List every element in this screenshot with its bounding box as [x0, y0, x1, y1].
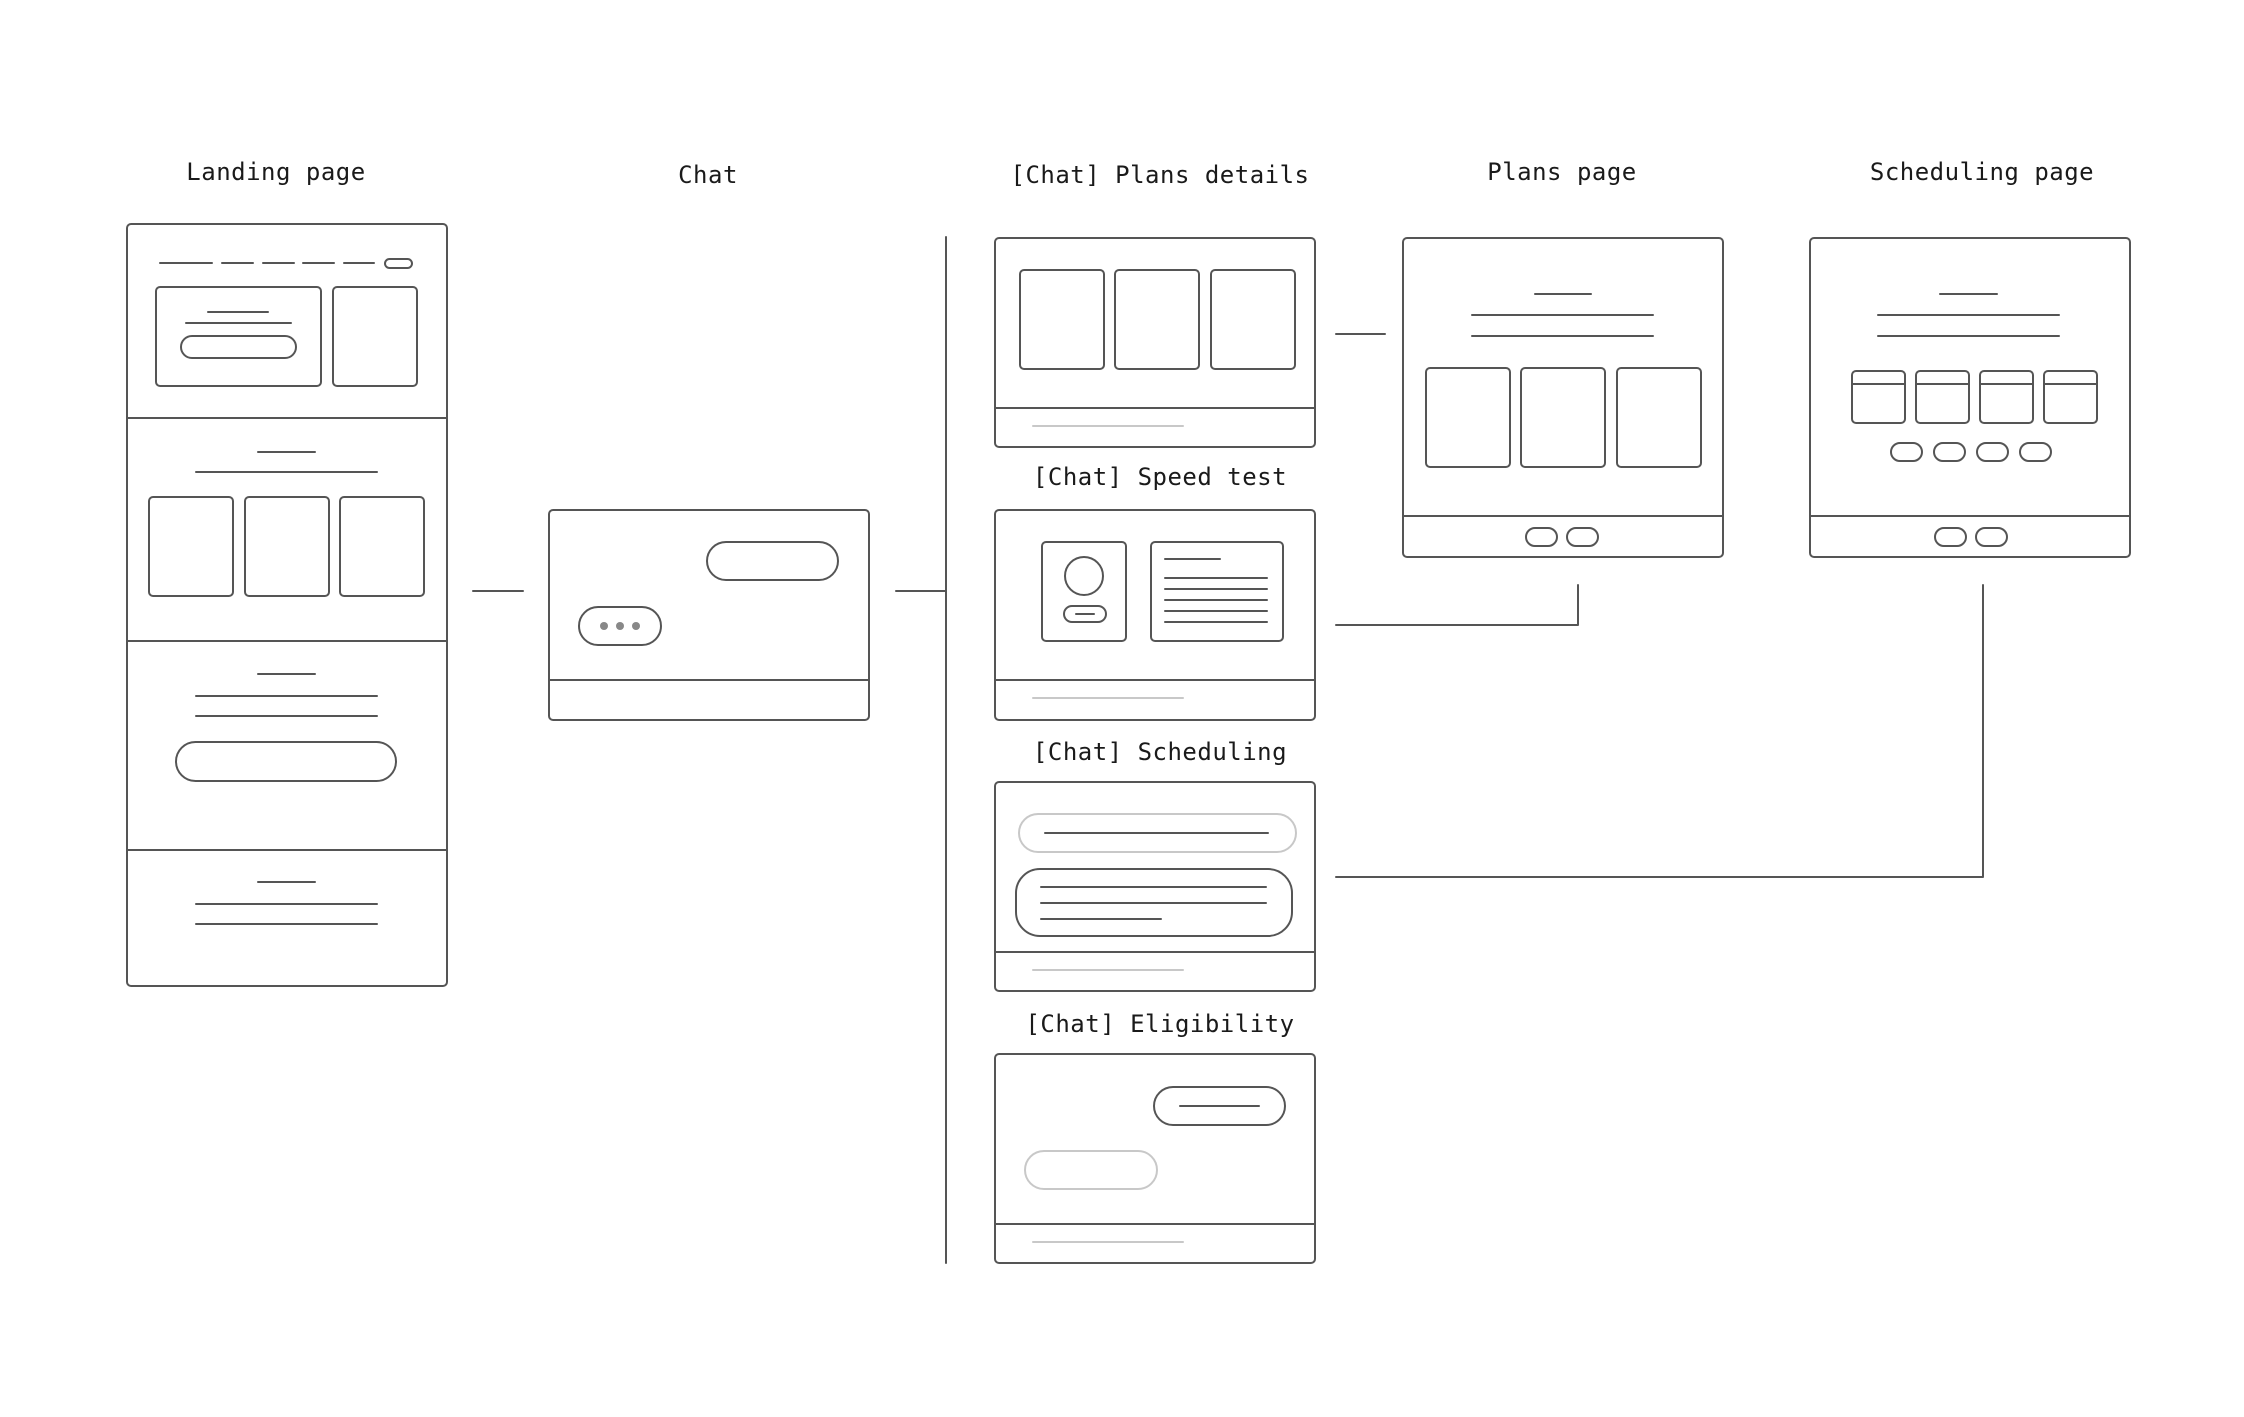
- connector-speed-test-to-plans-page: [1335, 584, 1579, 626]
- eligibility-wireframe: [994, 1053, 1316, 1264]
- landing-page-title: Landing page: [186, 158, 366, 186]
- plans-page-wireframe: [1402, 237, 1724, 558]
- landing-footer-section: [195, 881, 378, 925]
- speed-test-wireframe: [994, 509, 1316, 721]
- eligibility-title: [Chat] Eligibility: [1025, 1010, 1295, 1038]
- plans-page-title: Plans page: [1487, 158, 1637, 186]
- landing-cards-section: [148, 451, 425, 597]
- plans-details-wireframe: [994, 237, 1316, 448]
- landing-cta-section: [175, 673, 397, 782]
- plans-details-title: [Chat] Plans details: [1010, 161, 1310, 189]
- scheduling-chat-wireframe: [994, 781, 1316, 992]
- scheduling-page-wireframe: [1809, 237, 2131, 558]
- chat-wireframe: [548, 509, 870, 721]
- speed-test-title: [Chat] Speed test: [1032, 463, 1288, 491]
- landing-nav: [159, 258, 413, 269]
- scheduling-chat-title: [Chat] Scheduling: [1032, 738, 1288, 766]
- chat-title: Chat: [678, 161, 738, 189]
- landing-hero: [155, 286, 418, 387]
- landing-page-wireframe: [126, 223, 448, 987]
- connector-scheduling-to-scheduling-page: [1335, 584, 1984, 878]
- scheduling-page-title: Scheduling page: [1869, 158, 2095, 186]
